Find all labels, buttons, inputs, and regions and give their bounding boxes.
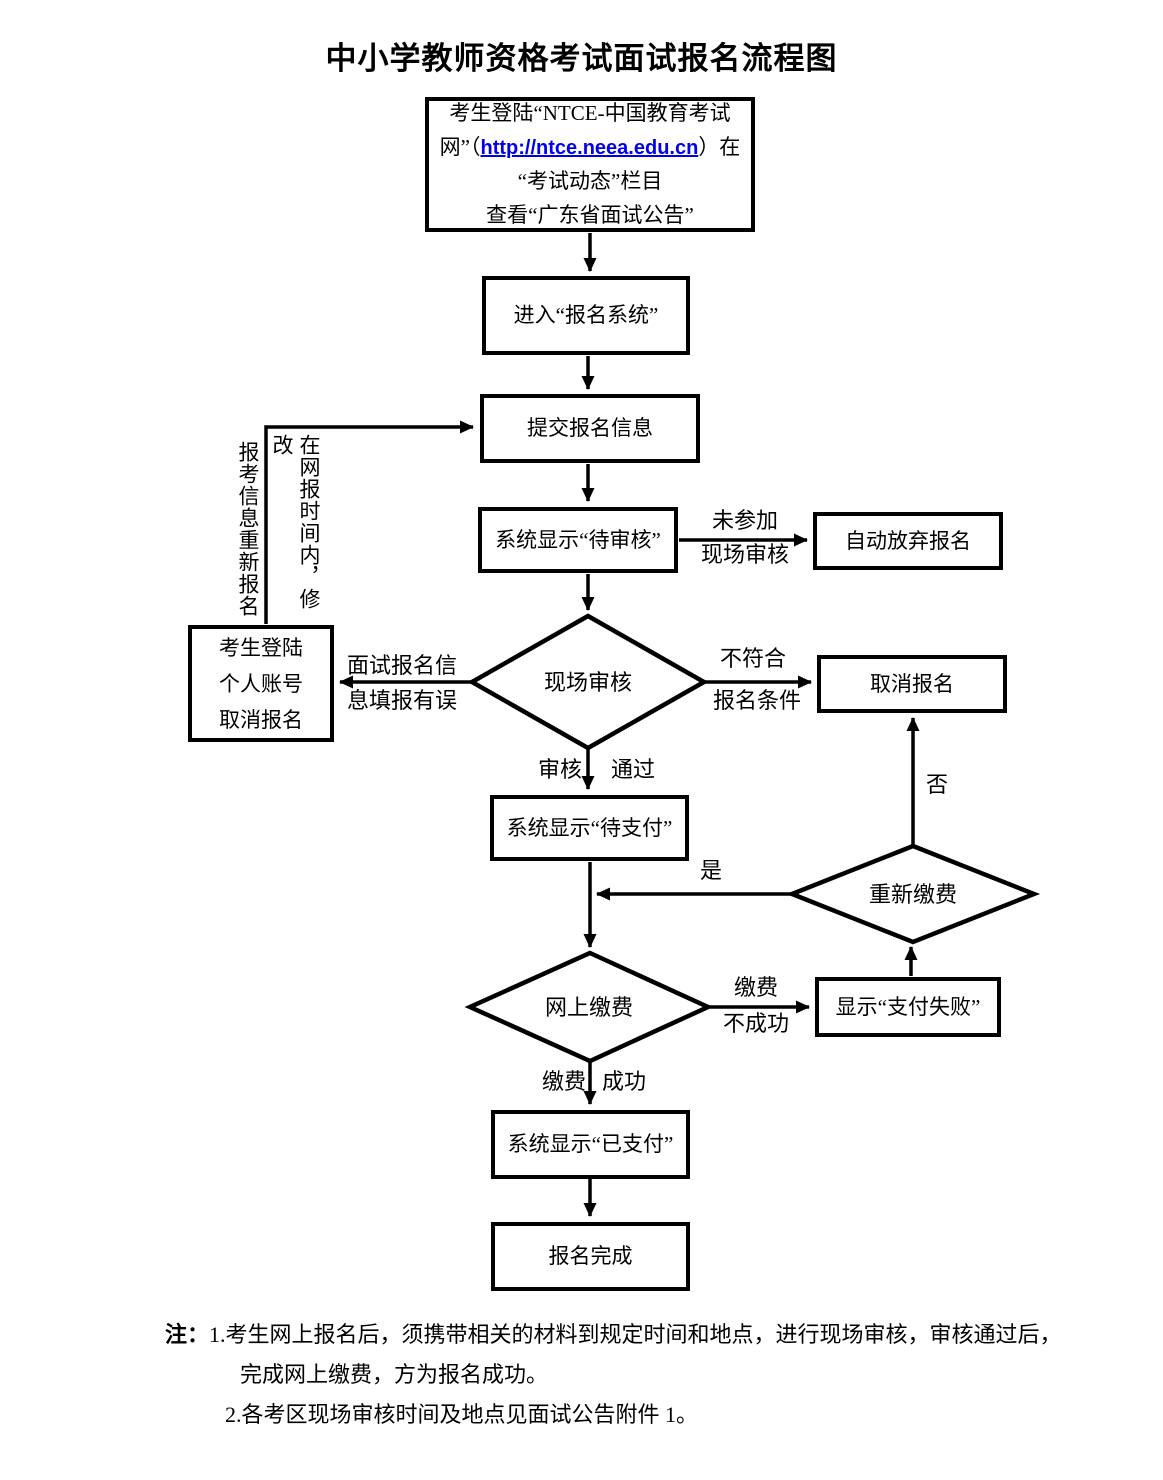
- edge-label-not-attend-2: 现场审核: [700, 542, 789, 567]
- edge-label-pass: 通过: [610, 757, 655, 782]
- edge-label-not-qualified-1: 不符合: [719, 646, 786, 671]
- node-label: 显示“支付失败”: [835, 994, 981, 1019]
- login-line1: 考生登陆“NTCE-中国教育考试: [449, 101, 731, 125]
- login-line3: “考试动态”栏目: [517, 169, 663, 193]
- node-label: 系统显示“待审核”: [495, 527, 661, 552]
- note-prefix: 注：: [165, 1322, 210, 1347]
- node-cancel-registration: 取消报名: [817, 655, 1007, 713]
- node-login-ntce: 考生登陆“NTCE-中国教育考试 网”（http://ntce.neea.edu…: [425, 97, 755, 232]
- node-label: 系统显示“待支付”: [506, 815, 673, 840]
- edge-label-info-error-2: 息填报有误: [346, 688, 457, 713]
- node-label-line: 考生登陆: [219, 635, 303, 660]
- diamond-onsite-review: [467, 613, 709, 751]
- edge-label-modify-left-col: 报考信息重新报名: [236, 441, 260, 617]
- node-enter-system: 进入“报名系统”: [482, 276, 690, 355]
- node-label-line: 个人账号: [219, 671, 303, 696]
- node-label: 进入“报名系统”: [513, 303, 659, 327]
- node-paid: 系统显示“已支付”: [491, 1110, 690, 1179]
- node-cancel-via-account: 考生登陆 个人账号 取消报名: [188, 625, 334, 742]
- node-label: 取消报名: [870, 671, 954, 696]
- edge-label-review: 审核: [537, 757, 582, 782]
- node-pending-review: 系统显示“待审核”: [478, 507, 678, 573]
- node-label-line: 取消报名: [219, 707, 303, 732]
- edge-label-pay-ok-1: 缴费: [541, 1069, 586, 1094]
- decision-onsite-review-label: 现场审核: [543, 670, 632, 695]
- edge-label-not-attend-1: 未参加: [711, 508, 778, 533]
- diamond-online-payment: [464, 950, 714, 1064]
- node-complete: 报名完成: [491, 1222, 690, 1291]
- diamond-repay: [785, 843, 1041, 945]
- edge-modify-resubmit: [264, 420, 474, 624]
- edge-label-no: 否: [925, 772, 948, 797]
- note-line-1: 注：1.考生网上报名后，须携带相关的材料到规定时间和地点，进行现场审核，审核通过…: [165, 1322, 1062, 1348]
- edge-label-pay-fail-2: 不成功: [722, 1011, 789, 1036]
- note-item1-line2: 完成网上缴费，方为报名成功。: [240, 1362, 549, 1387]
- note-item1-line1: 1.考生网上报名后，须携带相关的材料到规定时间和地点，进行现场审核，审核通过后，: [209, 1322, 1062, 1347]
- edge-label-modify-right-col: 在网报时间内，修改: [270, 434, 321, 610]
- edge-label-pay-ok-2: 成功: [601, 1069, 646, 1094]
- note-item2: 2.各考区现场审核时间及地点见面试公告附件 1。: [225, 1402, 699, 1427]
- node-pending-payment: 系统显示“待支付”: [490, 795, 689, 861]
- node-label: 自动放弃报名: [845, 528, 971, 553]
- node-label: 系统显示“已支付”: [507, 1132, 674, 1156]
- login-line2: 网”（http://ntce.neea.edu.cn）在: [439, 134, 741, 159]
- edge-label-info-error-1: 面试报名信: [346, 653, 457, 678]
- node-payment-failed: 显示“支付失败”: [815, 977, 1001, 1037]
- edge-label-yes: 是: [699, 858, 722, 883]
- page-title: 中小学教师资格考试面试报名流程图: [325, 41, 838, 76]
- ntce-link[interactable]: http://ntce.neea.edu.cn: [480, 136, 699, 159]
- edge-label-pay-fail-1: 缴费: [733, 975, 778, 1000]
- decision-online-payment-label: 网上缴费: [544, 995, 633, 1020]
- decision-repay-label: 重新缴费: [868, 882, 957, 907]
- node-label: 提交报名信息: [527, 416, 653, 440]
- login-line4: 查看“广东省面试公告”: [486, 202, 694, 227]
- node-submit-info: 提交报名信息: [480, 394, 700, 463]
- node-auto-abandon: 自动放弃报名: [813, 512, 1003, 570]
- edge-label-not-qualified-2: 报名条件: [712, 688, 801, 713]
- node-label: 报名完成: [548, 1244, 633, 1268]
